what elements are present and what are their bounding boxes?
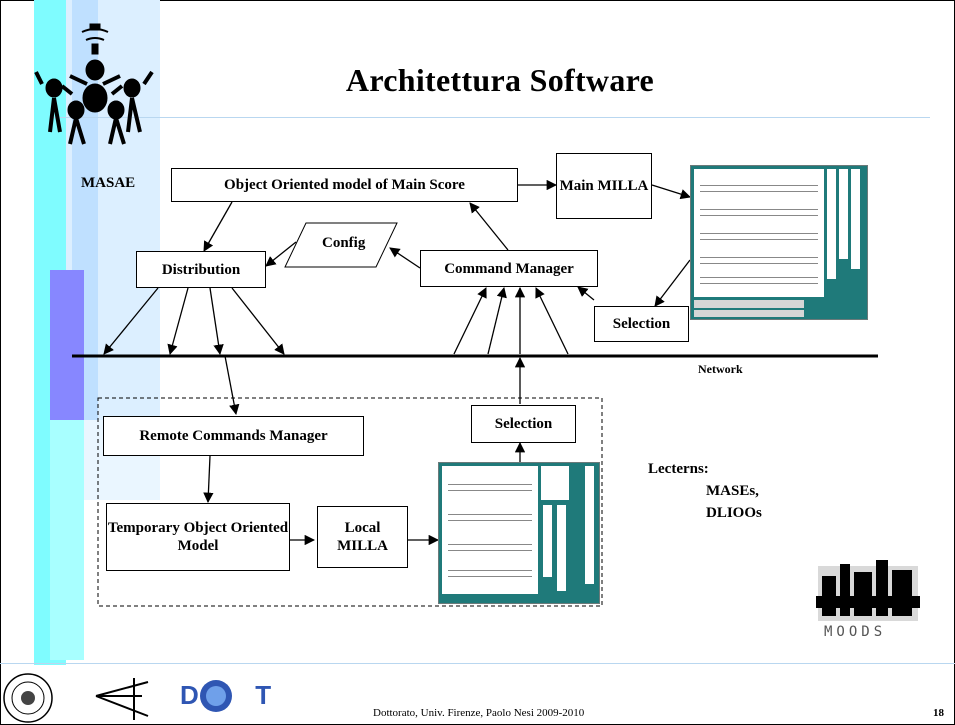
config-label: Config: [322, 235, 366, 251]
decor-bar-purple: [50, 270, 84, 420]
footer-text: Dottorato, Univ. Firenze, Paolo Nesi 200…: [373, 707, 585, 719]
staff-line: [448, 484, 532, 491]
staff-line: [700, 257, 818, 264]
main-milla-screenshot: [690, 165, 868, 320]
masae-label: MASAE: [81, 175, 136, 191]
remote-commands-box: Remote Commands Manager: [103, 416, 364, 456]
distribution-box: Distribution: [136, 251, 266, 288]
local-milla-screenshot: [438, 462, 600, 604]
lecterns-heading: Lecterns:: [648, 461, 709, 477]
palette-column: [827, 169, 836, 279]
palette-column: [585, 466, 594, 584]
temporary-model-box: Temporary Object Oriented Model: [106, 503, 290, 571]
palette-column: [851, 169, 860, 269]
university-seal-icon: [3, 673, 53, 723]
lecterns-item-dlioos: DLIOOs: [706, 505, 762, 521]
staff-line: [448, 544, 532, 551]
score-pane: [694, 169, 824, 297]
dist-logo: D T: [170, 676, 280, 716]
network-label: Network: [698, 362, 743, 376]
staff-line: [700, 185, 818, 192]
moods-logo-text: MOODS: [824, 624, 887, 640]
compass-logo-icon: [95, 678, 149, 720]
dist-globe-icon: [200, 680, 232, 712]
config-parallelogram: [284, 222, 398, 268]
moods-logo-graphic: [816, 560, 920, 621]
selection-bottom-box: Selection: [471, 405, 576, 443]
dist-logo-text: D T: [180, 680, 286, 710]
slide-title: Architettura Software: [345, 62, 655, 98]
decor-bar-cyan-light: [50, 420, 84, 660]
moods-logo: MOODS: [814, 556, 924, 646]
score-pane: [442, 466, 538, 594]
staff-line: [700, 209, 818, 216]
footer-rule: [0, 663, 955, 664]
main-milla-box: Main MILLA: [556, 153, 652, 219]
object-model-box: Object Oriented model of Main Score: [171, 168, 518, 202]
staff-line: [448, 514, 532, 521]
command-manager-box: Command Manager: [420, 250, 598, 287]
title-underline: [50, 117, 930, 118]
palette-panel: [541, 466, 569, 500]
toolbar-strip: [694, 300, 804, 308]
palette-column: [543, 505, 552, 577]
local-milla-box: Local MILLA: [317, 506, 408, 568]
staff-line: [700, 277, 818, 284]
selection-top-box: Selection: [594, 306, 689, 342]
palette-column: [839, 169, 848, 259]
staff-line: [700, 233, 818, 240]
dancers-logo: [34, 23, 154, 145]
lecterns-item-mases: MASEs,: [706, 483, 759, 499]
palette-column: [557, 505, 566, 591]
page-number: 18: [933, 707, 944, 719]
staff-line: [448, 570, 532, 577]
toolbar-strip: [694, 310, 804, 317]
